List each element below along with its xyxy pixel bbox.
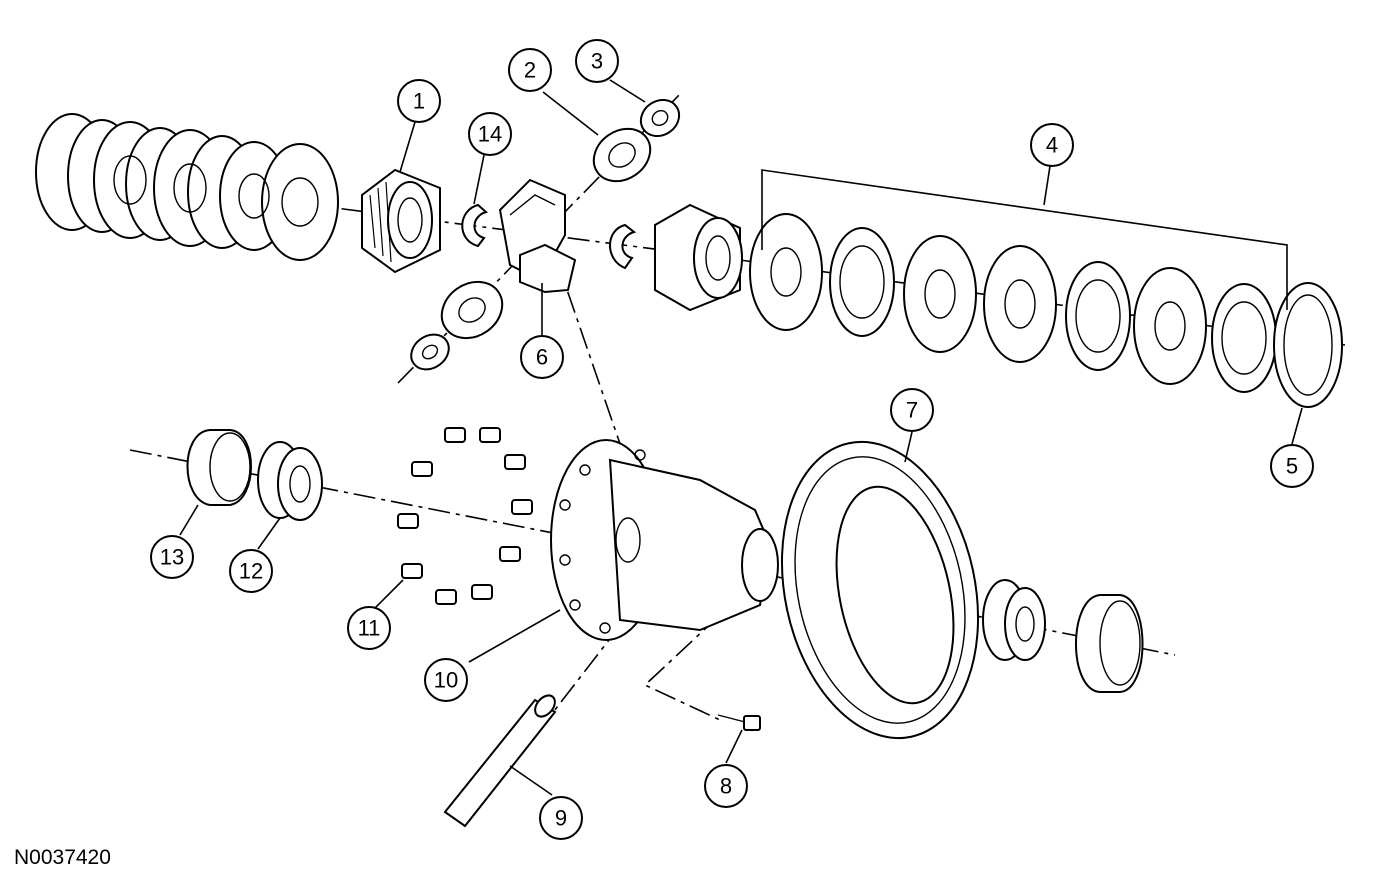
callout-13-label: 13: [160, 545, 184, 570]
bearing-cup-left: [186, 429, 252, 506]
callout-1-label: 1: [413, 89, 425, 114]
callout-10-label: 10: [434, 668, 458, 693]
left-clutch-pack: [35, 113, 339, 261]
side-gear-right: [654, 203, 743, 312]
thrust-washer-right: [609, 223, 637, 270]
callout-7: 7: [890, 388, 934, 432]
side-gear: [361, 168, 441, 274]
callout-2-label: 2: [524, 58, 536, 83]
callout-9: 9: [539, 796, 583, 840]
callout-9-label: 9: [555, 806, 567, 831]
pinion-washer-bottom: [410, 333, 450, 371]
callout-5-label: 5: [1286, 454, 1298, 479]
callout-11-label: 11: [358, 616, 381, 641]
pinion-gear-top: [592, 127, 652, 183]
pinion-gear-bottom: [440, 280, 504, 340]
callout-1: 1: [397, 79, 441, 123]
callout-6: 6: [520, 335, 564, 379]
callout-14: 14: [468, 112, 512, 156]
bearing-cone-right: [982, 579, 1046, 661]
callout-7-label: 7: [906, 398, 918, 423]
callout-11: 11: [347, 606, 391, 650]
callout-3: 3: [575, 39, 619, 83]
clutch-pack-shim: [1273, 282, 1343, 408]
figure-id: N0037420: [14, 846, 111, 869]
differential-case: [550, 439, 779, 641]
callout-4: 4: [1030, 123, 1074, 167]
bearing-cone-left: [257, 441, 323, 521]
leader-lines: [179, 79, 1303, 796]
callout-8: 8: [704, 764, 748, 808]
ring-gear: [780, 440, 980, 740]
callout-10: 10: [424, 658, 468, 702]
thrust-block: [498, 178, 577, 294]
callout-8-label: 8: [720, 774, 732, 799]
callout-14-label: 14: [478, 122, 502, 147]
callout-4-label: 4: [1046, 133, 1058, 158]
callout-3-label: 3: [591, 49, 603, 74]
callout-2: 2: [508, 48, 552, 92]
callout-13: 13: [150, 535, 194, 579]
callout-5: 5: [1270, 444, 1314, 488]
callout-12: 12: [229, 549, 273, 593]
pinion-washer-top: [639, 98, 681, 138]
pinion-shaft-lock-bolt: [717, 714, 761, 731]
callout-6-label: 6: [536, 345, 548, 370]
pinion-shaft: [443, 694, 557, 828]
ring-gear-bolts: [397, 427, 533, 605]
callout-12-label: 12: [239, 559, 263, 584]
thrust-washer-left: [461, 203, 489, 248]
right-clutch-pack: [749, 213, 1277, 393]
bearing-cup-right: [1075, 594, 1144, 693]
